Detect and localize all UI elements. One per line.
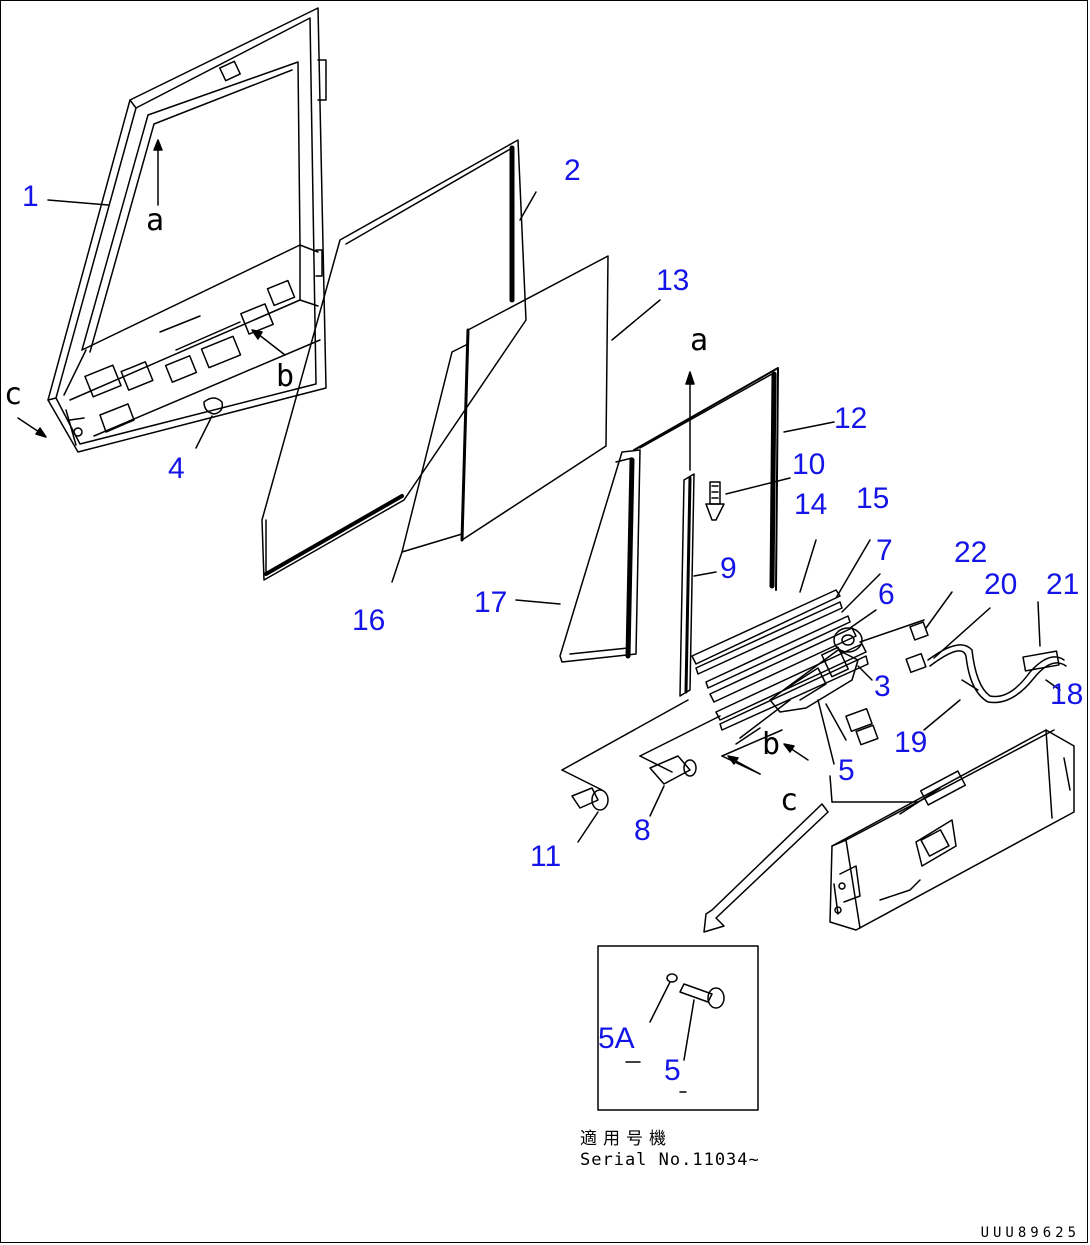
seal-part-2: [262, 140, 536, 580]
ref-letter-a-door: a: [146, 203, 165, 238]
drawing-id: UUU89625: [980, 1225, 1080, 1241]
lock-part-3: [736, 620, 924, 744]
cable-part-18: [924, 602, 1066, 730]
frame-part-17: [516, 450, 640, 662]
screw-part-10: [706, 478, 790, 520]
callout-16: 16: [352, 604, 386, 637]
glass-part-16: [392, 344, 468, 582]
parts-11-8: [562, 700, 782, 842]
callout-10: 10: [792, 448, 826, 481]
callout-22: 22: [954, 536, 988, 569]
callout-5a: 5A: [598, 1022, 635, 1055]
callout-1: 1: [22, 180, 39, 213]
callout-17: 17: [474, 586, 508, 619]
ref-letter-b-lock: b: [762, 727, 781, 762]
callout-12: 12: [834, 402, 868, 435]
clips-parts-22-20: [906, 592, 990, 672]
callout-21: 21: [1046, 568, 1080, 601]
callout-18: 18: [1050, 678, 1084, 711]
trim-panel: [830, 730, 1074, 930]
ref-letter-c-door: c: [4, 377, 23, 412]
callout-14: 14: [794, 488, 828, 521]
callout-13: 13: [656, 264, 690, 297]
serial-note-line2: Serial No.11034~: [580, 1150, 760, 1170]
door-frame-part-1: [18, 8, 326, 452]
callout-9: 9: [720, 552, 737, 585]
ref-letter-a-center: a: [690, 323, 709, 358]
detail-box: [598, 946, 758, 1110]
serial-note-line1: 適用号機: [580, 1129, 672, 1149]
callout-5-detail: 5: [664, 1054, 681, 1087]
callout-7: 7: [876, 534, 893, 567]
channel-part-9: [680, 474, 716, 696]
arrow-a: [686, 372, 694, 470]
bolts-parts-19-5: [818, 700, 918, 802]
ref-letter-b-door: b: [276, 359, 295, 394]
callout-5: 5: [838, 754, 855, 787]
seal-part-12: [634, 368, 834, 590]
callout-8: 8: [634, 814, 651, 847]
callout-19: 19: [894, 726, 928, 759]
callout-15: 15: [856, 482, 890, 515]
callout-2: 2: [564, 154, 581, 187]
callout-11: 11: [530, 840, 562, 873]
callout-6: 6: [878, 578, 895, 611]
ref-letter-c-lock: c: [780, 783, 799, 818]
detail-arrow: [704, 804, 828, 932]
rails-parts-14-15-7-6: [692, 540, 880, 730]
callout-20: 20: [984, 568, 1018, 601]
callout-3: 3: [874, 670, 891, 703]
clip-part-4: [196, 398, 222, 448]
callout-4: 4: [168, 452, 185, 485]
